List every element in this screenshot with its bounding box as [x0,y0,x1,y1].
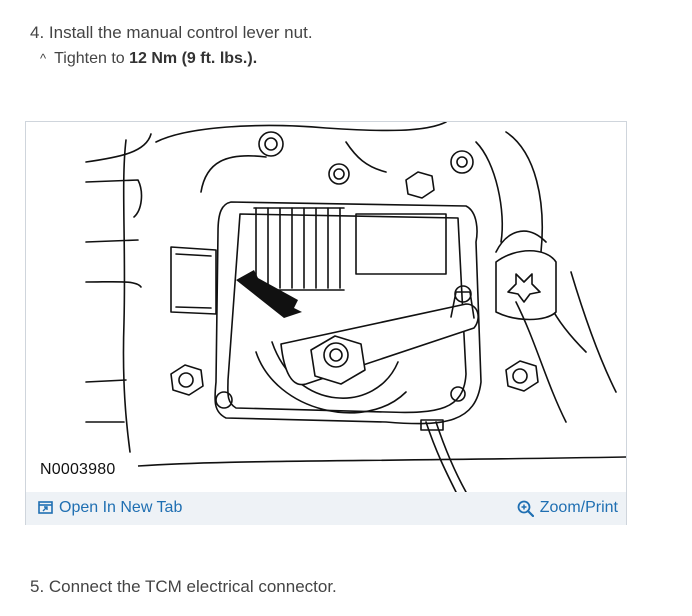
bullet-caret: ^ [40,51,47,66]
open-in-new-tab-link[interactable]: Open In New Tab [38,499,182,517]
open-in-new-tab-label: Open In New Tab [59,499,183,516]
figure-panel: N0003980 Open In New Tab Zoom/Print [25,121,627,525]
magnifier-plus-icon [517,500,534,517]
step-5-title: 5. Connect the TCM electrical connector. [30,577,337,596]
figure-id-label: N0003980 [40,461,118,479]
transmission-illustration [85,122,626,492]
torque-value: 12 Nm (9 ft. lbs.). [129,50,258,67]
zoom-print-link[interactable]: Zoom/Print [517,499,618,517]
zoom-print-label: Zoom/Print [539,499,618,516]
open-new-tab-icon [38,501,53,514]
pointer-arrow [236,270,302,318]
figure-toolbar: Open In New Tab Zoom/Print [26,492,626,525]
step-4-torque-spec: ^ Tighten to 12 Nm (9 ft. lbs.). [40,50,257,68]
torque-prefix: Tighten to [54,50,130,67]
step-4-title: 4. Install the manual control lever nut. [30,23,313,42]
